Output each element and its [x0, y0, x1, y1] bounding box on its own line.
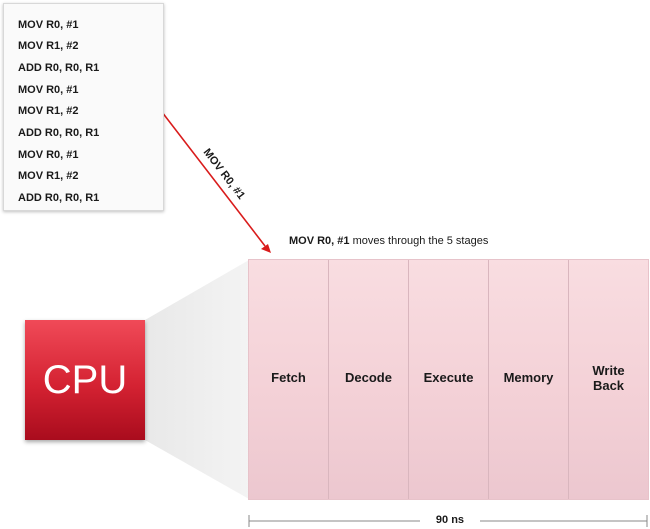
- instruction-arrow-head: [261, 244, 271, 253]
- instruction-item: ADD R0, R0, R1: [18, 127, 100, 139]
- instruction-item: MOV R0, #1: [18, 149, 79, 161]
- instruction-item: ADD R0, R0, R1: [18, 62, 100, 74]
- caption-instruction: MOV R0, #1: [289, 235, 350, 247]
- stage-decode: Decode: [329, 260, 409, 499]
- instruction-item: MOV R1, #2: [18, 40, 79, 52]
- stage-label: Decode: [345, 370, 392, 385]
- stage-label: Fetch: [271, 370, 306, 385]
- instruction-item: MOV R1, #2: [18, 105, 79, 117]
- stage-execute: Execute: [409, 260, 489, 499]
- stage-write-back: Write Back: [569, 260, 648, 499]
- instruction-item: MOV R1, #2: [18, 170, 79, 182]
- stage-label: Memory: [503, 370, 554, 385]
- cpu-projection-cone: [145, 260, 249, 499]
- timeline-label: 90 ns: [420, 514, 480, 526]
- stage-label: Write Back: [592, 362, 625, 393]
- instruction-item: MOV R0, #1: [18, 19, 79, 31]
- instruction-item: MOV R0, #1: [18, 84, 79, 96]
- caption-text: moves through the 5 stages: [349, 235, 489, 247]
- stage-fetch: Fetch: [249, 260, 329, 499]
- pipeline: Fetch Decode Execute Memory Write Back: [249, 260, 648, 499]
- instruction-item: ADD R0, R0, R1: [18, 192, 100, 204]
- cpu-label: CPU: [42, 358, 128, 402]
- stage-label: Execute: [423, 370, 474, 385]
- cpu-chip: CPU: [25, 320, 145, 440]
- pipeline-caption: MOV R0, #1 moves through the 5 stages: [289, 235, 488, 247]
- instruction-list-panel: MOV R0, #1 MOV R1, #2 ADD R0, R0, R1 MOV…: [3, 3, 164, 211]
- stage-memory: Memory: [489, 260, 569, 499]
